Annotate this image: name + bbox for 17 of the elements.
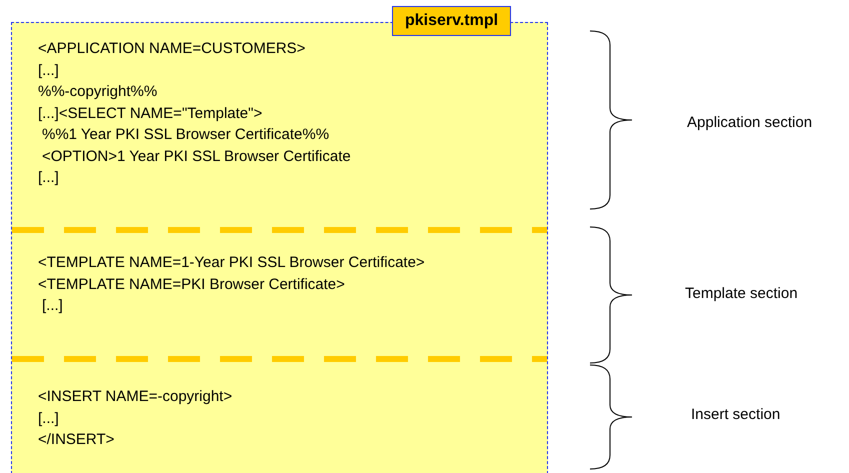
section-label: Template section [685,285,798,302]
code-line: [...] [38,410,59,426]
code-line: <INSERT NAME=-copyright> [38,388,232,405]
code-line: <OPTION>1 Year PKI SSL Browser Certificate [42,148,351,164]
code-line: <TEMPLATE NAME=1-Year PKI SSL Browser Certificate> [38,254,425,271]
code-line: </INSERT> [38,431,114,448]
section-label: Application section [687,114,812,131]
code-line: <TEMPLATE NAME=PKI Browser Certificate> [38,276,345,292]
code-line: %%-copyright%% [38,83,158,100]
section-label: Insert section [691,406,780,423]
code-line: %%1 Year PKI SSL Browser Certificate%% [42,126,330,143]
code-line: [...] [42,297,63,314]
code-line: [...] [38,62,59,78]
code-line: [...] [38,169,59,186]
file-name-tab: pkiserv.tmpl [392,6,512,36]
code-line: [...]<SELECT NAME="Template"> [38,104,262,122]
code-line: <APPLICATION NAME=CUSTOMERS> [38,40,306,57]
